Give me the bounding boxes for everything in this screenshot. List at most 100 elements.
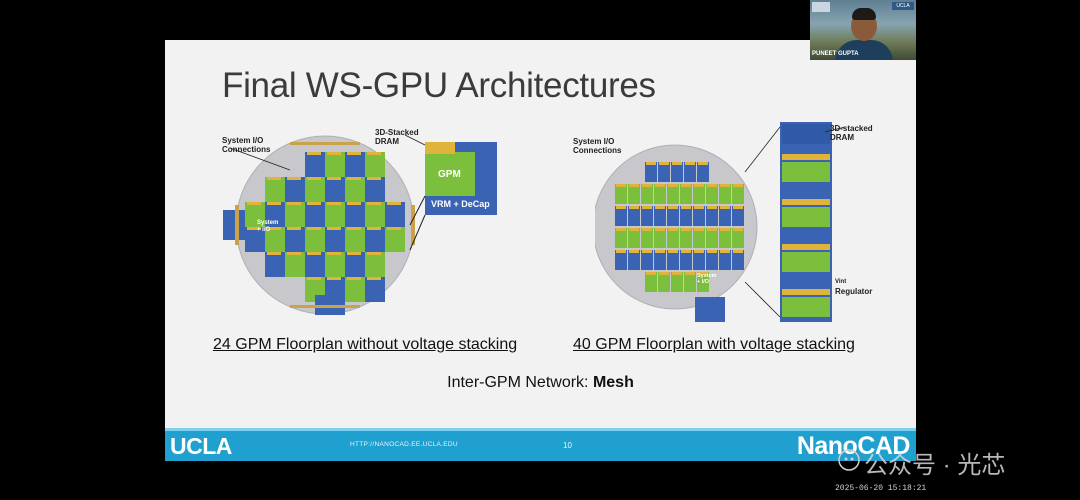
gpm-tile <box>305 227 325 252</box>
dram-cap <box>367 202 381 205</box>
gpm-tile <box>325 152 345 177</box>
dram-cap <box>733 228 743 231</box>
dram-cap <box>307 252 321 255</box>
gpm-tile <box>645 162 657 182</box>
gpm-tile <box>365 252 385 277</box>
left-vrm-label: VRM + DeCap <box>431 199 490 209</box>
gpm-tile <box>305 252 325 277</box>
gpm-tile <box>680 206 692 226</box>
gpm-pair <box>782 252 830 272</box>
webcam-ucla-logo: UCLA <box>892 2 914 10</box>
gpm-tile <box>732 206 744 226</box>
dram-cap <box>629 250 639 253</box>
gpm-tile <box>671 272 683 292</box>
gpm-tile <box>706 228 718 248</box>
dram-cap <box>707 228 717 231</box>
dram-cap <box>655 250 665 253</box>
gpm-tile <box>667 184 679 204</box>
dram-cap <box>642 228 652 231</box>
dram-cap <box>707 206 717 209</box>
dram-cap <box>655 206 665 209</box>
dram-cap <box>307 202 321 205</box>
gpm-tile <box>385 202 405 227</box>
gpm-tile <box>345 202 365 227</box>
gpm-tile <box>667 228 679 248</box>
gpm-tile <box>325 252 345 277</box>
webcam-video[interactable]: UCLA PUNEET GUPTA <box>810 0 916 60</box>
gpm-tile <box>285 227 305 252</box>
dram-cap <box>659 162 669 165</box>
slide-title: Final WS-GPU Architectures <box>222 66 656 105</box>
dram-cap <box>629 228 639 231</box>
gpm-tile <box>693 206 705 226</box>
gpm-tile <box>305 152 325 177</box>
gpm-tile <box>641 184 653 204</box>
gpm-tile <box>706 250 718 270</box>
gpm-tile <box>654 250 666 270</box>
dram-cap <box>327 152 341 155</box>
dram-cap <box>327 177 341 180</box>
gpm-tile <box>680 184 692 204</box>
left-caption: 24 GPM Floorplan without voltage stackin… <box>213 336 518 353</box>
dram-cap <box>720 206 730 209</box>
dram-cap <box>629 184 639 187</box>
gpm-tile <box>654 206 666 226</box>
footer-divider <box>165 428 916 431</box>
gpm-tile <box>693 228 705 248</box>
dram-cap <box>685 162 695 165</box>
gpm-tile <box>345 227 365 252</box>
dram-cap <box>698 272 708 275</box>
dram-cap <box>616 184 626 187</box>
dram-cap <box>642 206 652 209</box>
gpm-tile <box>658 162 670 182</box>
gpm-tile <box>658 272 670 292</box>
left-system-io-block-label: System + I/O <box>257 220 279 233</box>
dram-cap <box>307 227 321 230</box>
gpm-tile <box>345 152 365 177</box>
dram-cap <box>287 177 301 180</box>
dram-cap <box>655 184 665 187</box>
dram-cap <box>720 250 730 253</box>
gpm-tile <box>641 250 653 270</box>
dram-cap <box>247 227 261 230</box>
gpm-tile <box>732 250 744 270</box>
dram-cap <box>694 184 704 187</box>
gpm-tile <box>615 206 627 226</box>
dram-stack <box>782 244 830 250</box>
gpm-tile <box>706 184 718 204</box>
dram-cap <box>681 206 691 209</box>
dram-stack <box>782 199 830 205</box>
gpm-tile <box>654 184 666 204</box>
dram-cap <box>347 202 361 205</box>
network-value: Mesh <box>592 374 634 391</box>
gpm-tile <box>265 177 285 202</box>
dram-cap <box>347 227 361 230</box>
gpm-tile <box>667 206 679 226</box>
wechat-icon <box>838 449 860 471</box>
right-dram-label: 3D-stacked DRAM <box>830 124 873 142</box>
gpm-tile <box>265 202 285 227</box>
gpm-tile <box>615 228 627 248</box>
dram-cap <box>642 250 652 253</box>
gpm-tile <box>345 277 365 302</box>
gpm-tile <box>245 202 265 227</box>
gpm-tile <box>628 206 640 226</box>
right-system-io-block-label: System + I/O <box>697 273 717 285</box>
gpm-tile <box>732 184 744 204</box>
dram-cap <box>694 206 704 209</box>
dram-cap <box>267 177 281 180</box>
dram-cap <box>681 250 691 253</box>
gpm-tile <box>680 250 692 270</box>
dram-cap <box>733 206 743 209</box>
gpm-tile <box>719 206 731 226</box>
dram-cap <box>707 250 717 253</box>
gpm-tile <box>365 177 385 202</box>
dram-cap <box>307 152 321 155</box>
dram-cap <box>616 228 626 231</box>
watermark-text: 公众号 · 光芯 <box>864 452 1006 479</box>
gpm-tile <box>628 184 640 204</box>
dram-stack <box>782 154 830 160</box>
gpm-tile <box>684 162 696 182</box>
dram-cap <box>720 184 730 187</box>
nanocad-logo: NanoCAD <box>796 432 911 460</box>
